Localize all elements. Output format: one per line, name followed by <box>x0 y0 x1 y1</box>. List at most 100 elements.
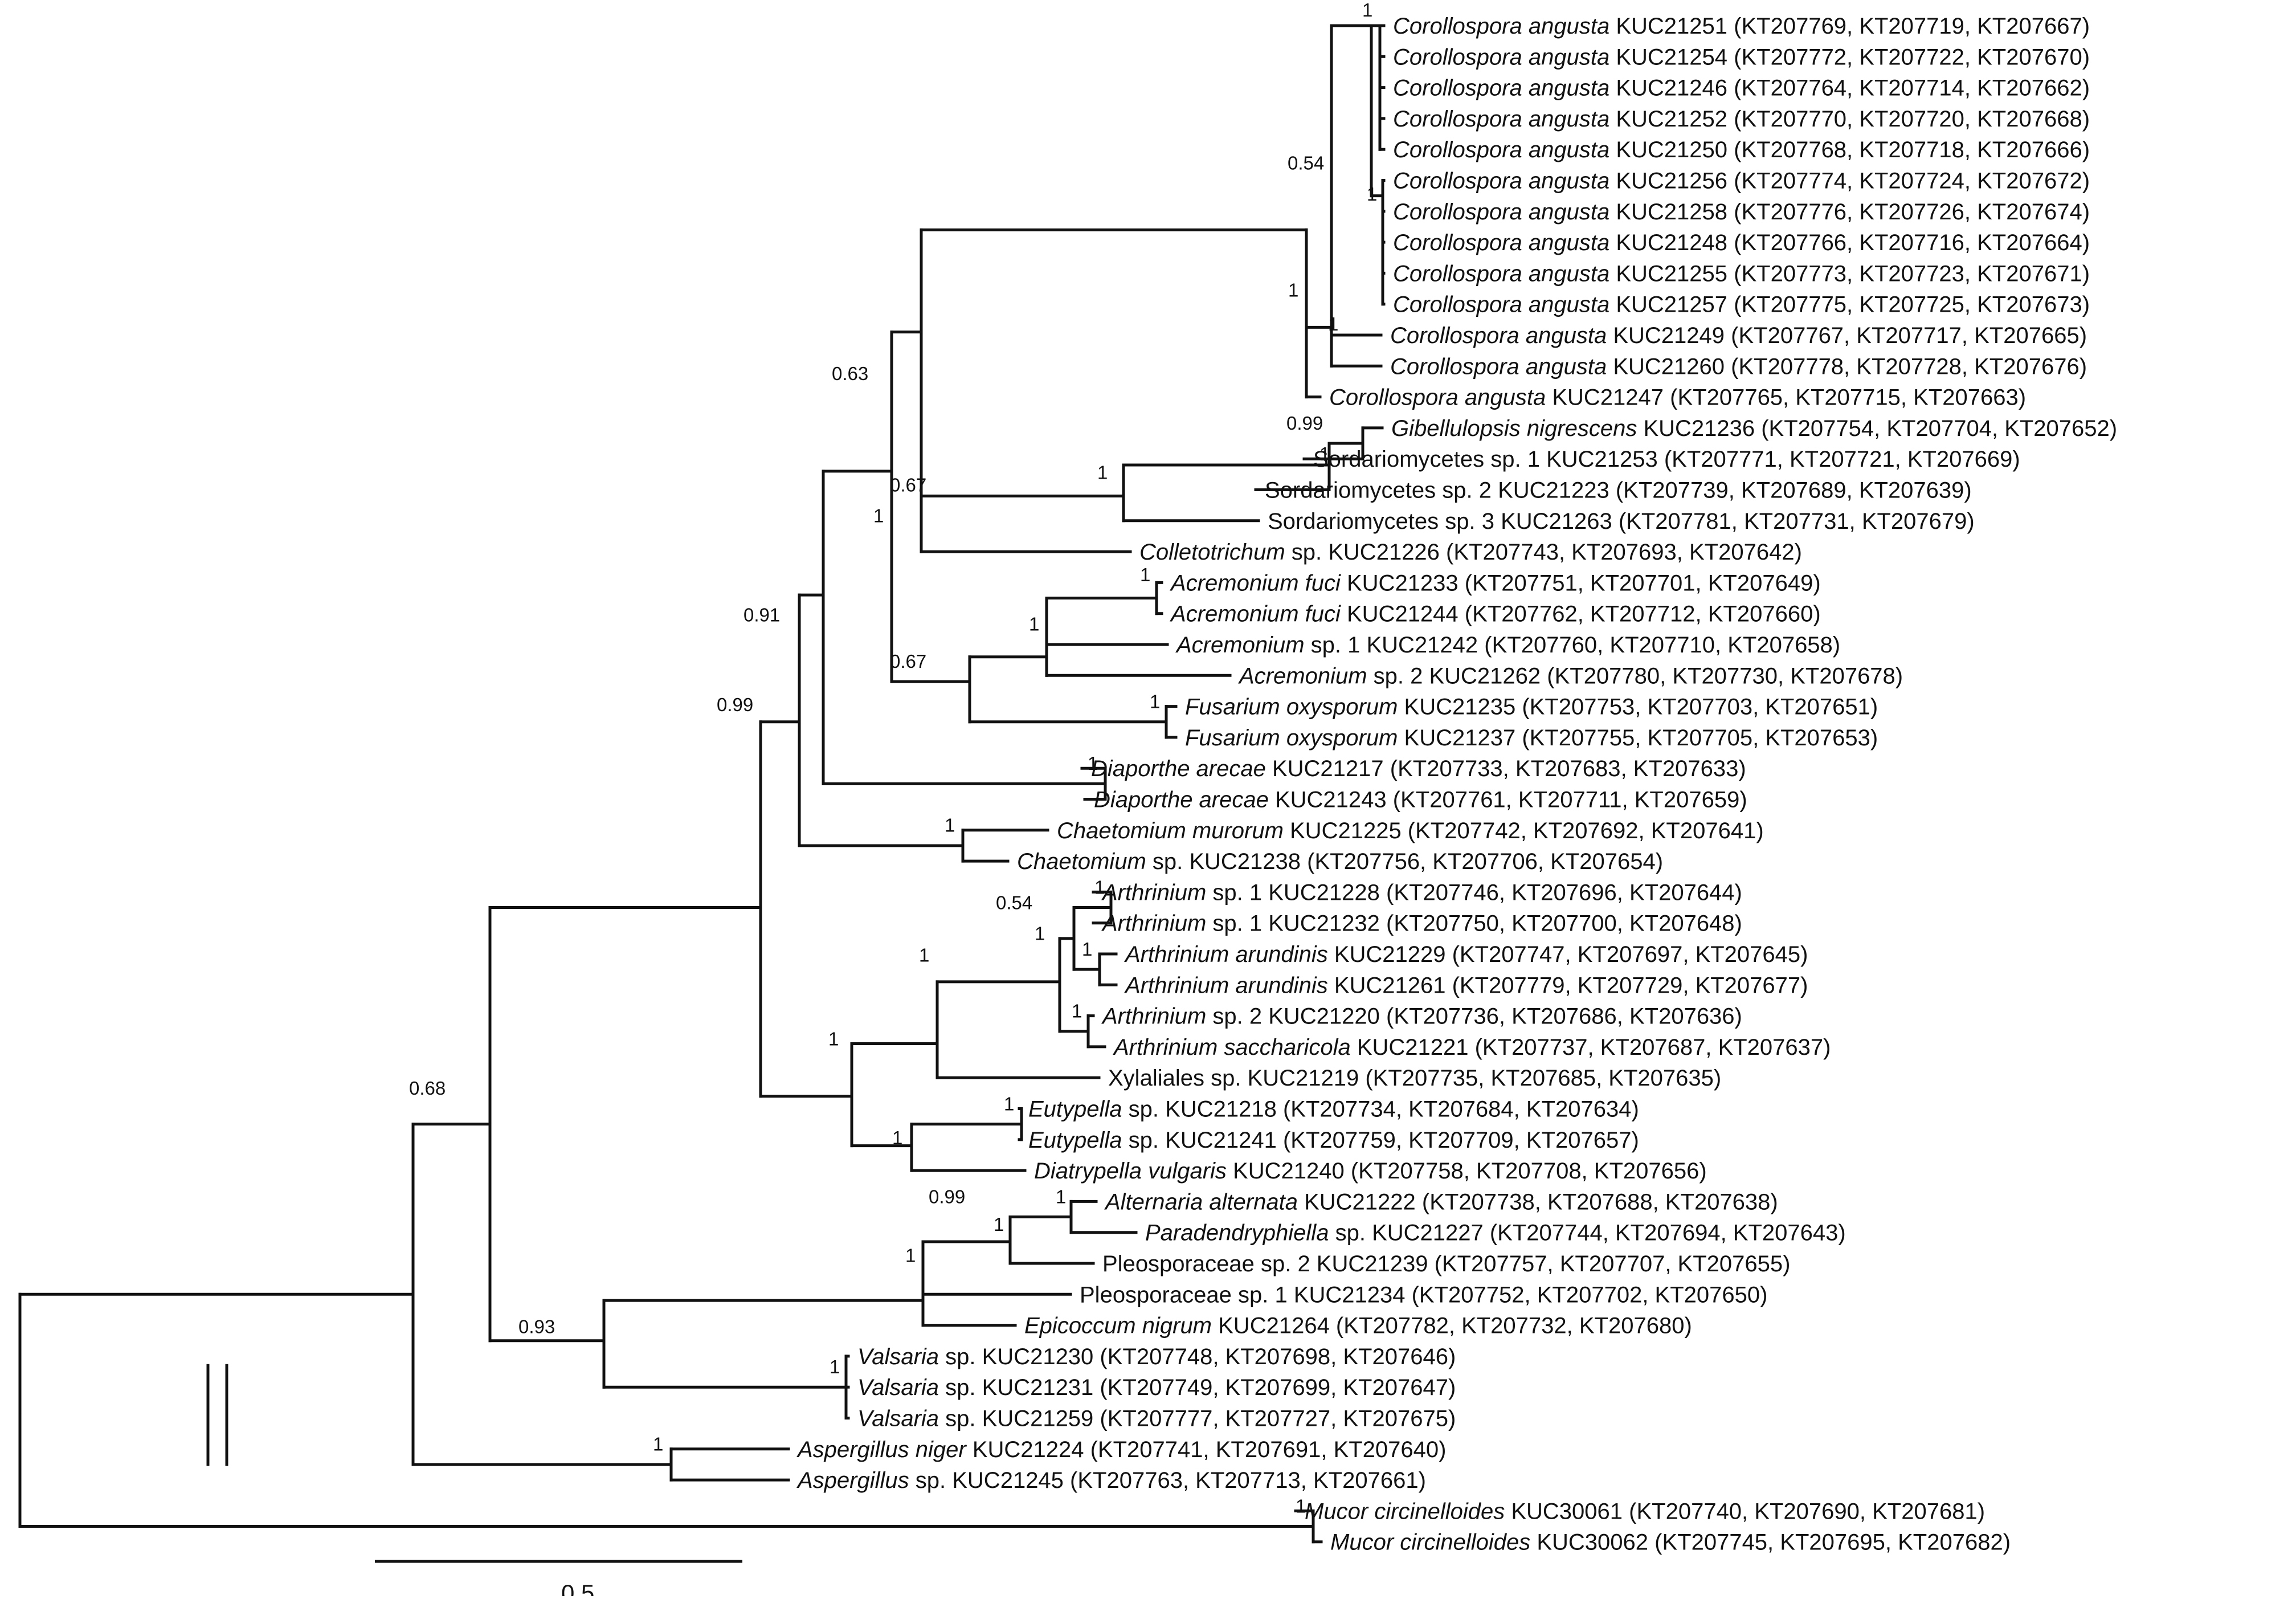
taxon-genus: Aspergillus <box>796 1468 909 1493</box>
taxon-label: Arthrinium sp. 1 KUC21232 (KT207750, KT2… <box>1101 911 1742 936</box>
taxon-label: Colletotrichum sp. KUC21226 (KT207743, K… <box>1139 540 1802 565</box>
taxon-strain: sp. 2 KUC21262 (KT207780, KT207730, KT20… <box>1367 663 1903 688</box>
taxon-strain: KUC21251 (KT207769, KT207719, KT207667) <box>1609 14 2090 39</box>
taxon-strain: sp. KUC21226 (KT207743, KT207693, KT2076… <box>1285 540 1802 565</box>
taxon-label: Eutypella sp. KUC21218 (KT207734, KT2076… <box>1028 1097 1639 1122</box>
taxon-strain: sp. KUC21245 (KT207763, KT207713, KT2076… <box>909 1468 1426 1493</box>
taxon-strain: KUC21233 (KT207751, KT207701, KT207649) <box>1341 570 1821 595</box>
taxon-label: Valsaria sp. KUC21230 (KT207748, KT20769… <box>857 1344 1456 1369</box>
support-value: 1 <box>1072 1000 1082 1021</box>
support-value: 1 <box>873 505 884 527</box>
taxon-genus: Paradendryphiella <box>1145 1221 1329 1246</box>
taxon-label: Arthrinium arundinis KUC21229 (KT207747,… <box>1124 942 1808 967</box>
taxon-label: Arthrinium sp. 2 KUC21220 (KT207736, KT2… <box>1101 1004 1742 1029</box>
taxon-label: Mucor circinelloides KUC30061 (KT207740,… <box>1305 1499 1985 1524</box>
support-value: 1 <box>994 1214 1004 1235</box>
taxon-genus: Diaporthe arecae <box>1091 756 1266 781</box>
taxon-label: Acremonium fuci KUC21233 (KT207751, KT20… <box>1170 570 1821 595</box>
support-value: 0.54 <box>996 892 1032 913</box>
taxon-genus: Corollospora angusta <box>1390 354 1607 379</box>
taxon-label: Valsaria sp. KUC21231 (KT207749, KT20769… <box>857 1375 1456 1400</box>
taxon-strain: Pleosporaceae sp. 2 KUC21239 (KT207757, … <box>1102 1251 1790 1276</box>
support-value: 1 <box>1004 1093 1014 1114</box>
taxon-strain: Sordariomycetes sp. 3 KUC21263 (KT207781… <box>1268 509 1975 534</box>
taxon-label: Arthrinium saccharicola KUC21221 (KT2077… <box>1113 1035 1831 1060</box>
taxon-strain: KUC30061 (KT207740, KT207690, KT207681) <box>1505 1499 1985 1524</box>
support-value: 1 <box>905 1245 916 1266</box>
taxon-label: Chaetomium murorum KUC21225 (KT207742, K… <box>1057 818 1764 843</box>
taxon-label: Sordariomycetes sp. 2 KUC21223 (KT207739… <box>1265 478 1972 503</box>
taxon-genus: Arthrinium arundinis <box>1124 973 1328 998</box>
support-value: 0.67 <box>890 474 926 495</box>
taxon-label: Diaporthe arecae KUC21243 (KT207761, KT2… <box>1094 788 1747 813</box>
support-value: 1 <box>1296 1495 1306 1516</box>
taxon-strain: KUC21224 (KT207741, KT207691, KT207640) <box>966 1437 1447 1462</box>
taxon-strain: KUC21237 (KT207755, KT207705, KT207653) <box>1398 725 1878 750</box>
taxon-label: Aspergillus sp. KUC21245 (KT207763, KT20… <box>796 1468 1426 1493</box>
taxon-label: Corollospora angusta KUC21255 (KT207773,… <box>1393 261 2090 286</box>
taxon-strain: KUC30062 (KT207745, KT207695, KT207682) <box>1530 1530 2011 1555</box>
taxon-label: Xylaliales sp. KUC21219 (KT207735, KT207… <box>1108 1066 1721 1091</box>
taxon-label: Gibellulopsis nigrescens KUC21236 (KT207… <box>1391 416 2117 441</box>
taxon-strain: sp. 1 KUC21228 (KT207746, KT207696, KT20… <box>1206 880 1742 905</box>
taxon-genus: Chaetomium murorum <box>1057 818 1284 843</box>
taxon-label: Mucor circinelloides KUC30062 (KT207745,… <box>1330 1530 2011 1555</box>
support-value: 1 <box>1150 691 1160 712</box>
taxon-label: Sordariomycetes sp. 3 KUC21263 (KT207781… <box>1268 509 1975 534</box>
taxon-strain: KUC21243 (KT207761, KT207711, KT207659) <box>1269 788 1747 813</box>
support-value: 0.99 <box>1286 413 1323 434</box>
taxon-strain: KUC21258 (KT207776, KT207726, KT207674) <box>1609 199 2090 225</box>
taxon-genus: Corollospora angusta <box>1390 323 1607 348</box>
tree-branches <box>18 24 1386 1544</box>
support-value: 1 <box>1094 876 1105 898</box>
taxon-strain: sp. 1 KUC21232 (KT207750, KT207700, KT20… <box>1206 911 1742 936</box>
taxon-genus: Corollospora angusta <box>1393 261 1609 286</box>
taxon-labels: Corollospora angusta KUC21251 (KT207769,… <box>796 14 2117 1555</box>
taxon-genus: Corollospora angusta <box>1393 230 1609 255</box>
taxon-label: Pleosporaceae sp. 2 KUC21239 (KT207757, … <box>1102 1251 1790 1276</box>
taxon-strain: KUC21236 (KT207754, KT207704, KT207652) <box>1637 416 2117 441</box>
taxon-strain: sp. KUC21238 (KT207756, KT207706, KT2076… <box>1146 849 1663 874</box>
taxon-genus: Valsaria <box>857 1406 939 1431</box>
taxon-genus: Arthrinium <box>1101 1004 1206 1029</box>
taxon-label: Valsaria sp. KUC21259 (KT207777, KT20772… <box>857 1406 1456 1431</box>
taxon-genus: Arthrinium arundinis <box>1124 942 1328 967</box>
support-value: 1 <box>919 945 929 966</box>
taxon-label: Corollospora angusta KUC21246 (KT207764,… <box>1393 76 2090 101</box>
taxon-genus: Chaetomium <box>1017 849 1146 874</box>
taxon-label: Corollospora angusta KUC21258 (KT207776,… <box>1393 199 2090 225</box>
support-value: 1 <box>1362 0 1372 21</box>
taxon-strain: sp. KUC21259 (KT207777, KT207727, KT2076… <box>939 1406 1456 1431</box>
taxon-label: Corollospora angusta KUC21252 (KT207770,… <box>1393 107 2090 132</box>
taxon-genus: Diaporthe arecae <box>1094 788 1269 813</box>
support-value: 1 <box>945 815 955 836</box>
taxon-label: Acremonium fuci KUC21244 (KT207762, KT20… <box>1170 602 1821 627</box>
taxon-strain: KUC21257 (KT207775, KT207725, KT207673) <box>1609 292 2090 317</box>
taxon-label: Sordariomycetes sp. 1 KUC21253 (KT207771… <box>1313 447 2020 472</box>
taxon-genus: Corollospora angusta <box>1393 169 1609 194</box>
support-value: 1 <box>1029 614 1039 635</box>
taxon-label: Corollospora angusta KUC21254 (KT207772,… <box>1393 44 2090 70</box>
taxon-strain: KUC21221 (KT207737, KT207687, KT207637) <box>1351 1035 1831 1060</box>
taxon-label: Corollospora angusta KUC21247 (KT207765,… <box>1329 385 2026 410</box>
taxon-genus: Valsaria <box>857 1344 939 1369</box>
taxon-strain: KUC21247 (KT207765, KT207715, KT207663) <box>1546 385 2026 410</box>
taxon-strain: Pleosporaceae sp. 1 KUC21234 (KT207752, … <box>1080 1282 1767 1307</box>
taxon-genus: Mucor circinelloides <box>1305 1499 1505 1524</box>
taxon-strain: KUC21256 (KT207774, KT207724, KT207672) <box>1609 169 2090 194</box>
taxon-label: Chaetomium sp. KUC21238 (KT207756, KT207… <box>1017 849 1663 874</box>
support-value: 0.99 <box>717 694 753 715</box>
taxon-genus: Arthrinium saccharicola <box>1113 1035 1351 1060</box>
taxon-strain: KUC21250 (KT207768, KT207718, KT207666) <box>1609 137 2090 162</box>
support-value: 1 <box>1288 279 1298 300</box>
taxon-genus: Corollospora angusta <box>1393 44 1609 70</box>
taxon-label: Epicoccum nigrum KUC21264 (KT207782, KT2… <box>1024 1314 1692 1339</box>
taxon-label: Corollospora angusta KUC21251 (KT207769,… <box>1393 14 2090 39</box>
support-value: 1 <box>828 1028 839 1049</box>
taxon-genus: Fusarium oxysporum <box>1185 695 1398 720</box>
taxon-label: Arthrinium arundinis KUC21261 (KT207779,… <box>1124 973 1808 998</box>
taxon-label: Diatrypella vulgaris KUC21240 (KT207758,… <box>1034 1159 1707 1184</box>
taxon-label: Pleosporaceae sp. 1 KUC21234 (KT207752, … <box>1080 1282 1767 1307</box>
